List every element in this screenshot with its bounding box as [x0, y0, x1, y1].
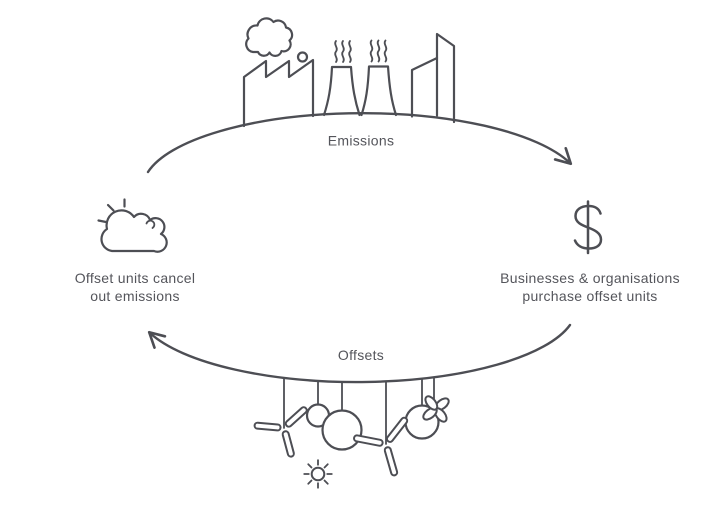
dollar-sign-icon	[573, 200, 603, 255]
hanger-lines	[283, 377, 435, 445]
building-tall	[435, 32, 456, 124]
renewables-icons	[253, 377, 450, 489]
steam-squiggles	[334, 39, 388, 63]
smoke-bubble	[296, 51, 309, 63]
cloud-curl-detail	[145, 219, 156, 229]
sun-rays	[97, 198, 126, 224]
city-buildings-icon	[410, 32, 456, 124]
left-caption-line2: out emissions	[90, 288, 180, 304]
building-short	[410, 56, 439, 118]
cooling-towers-icon	[322, 39, 398, 117]
right-caption-line1: Businesses & organisations	[500, 270, 680, 286]
factory-outline	[242, 58, 315, 128]
cloud-with-sun-rays-icon	[97, 198, 168, 253]
factory-with-smoke-icon	[242, 17, 315, 128]
offsets-arc-arrow	[147, 323, 572, 384]
flower-tree-icon	[422, 395, 450, 423]
wind-turbine-right-icon	[353, 416, 409, 477]
cooling-tower-left	[322, 65, 361, 117]
right-caption-line2: purchase offset units	[522, 288, 657, 304]
cloud-outline	[100, 209, 168, 253]
offsets-label: Offsets	[338, 347, 384, 363]
sun-icon	[303, 459, 333, 489]
emissions-arc-arrow	[146, 112, 573, 174]
smoke-cloud-puff	[245, 17, 294, 57]
emissions-label: Emissions	[328, 133, 395, 149]
round-tree-large-icon	[321, 409, 363, 451]
cooling-tower-right	[360, 65, 398, 117]
dollar-s-curve	[573, 204, 603, 250]
wind-turbine-left-icon	[253, 406, 308, 458]
left-caption-line1: Offset units cancel	[75, 270, 196, 286]
